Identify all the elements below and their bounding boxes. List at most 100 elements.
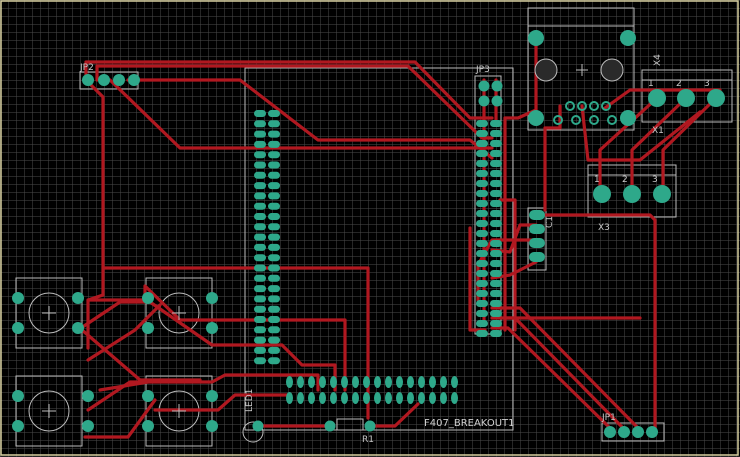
module-pad-left-a	[254, 264, 266, 272]
module-pad-bottom-b	[396, 392, 403, 404]
button-sw2-outline	[145, 277, 213, 349]
module-pad-bottom-a	[418, 376, 425, 388]
label-r1: R1	[362, 435, 374, 445]
module-pad-left-a	[254, 305, 266, 313]
module-pad-left-a	[254, 295, 266, 303]
module-pad-right-a	[476, 250, 488, 257]
module-pad-bottom-b	[418, 392, 425, 404]
usb-mount-hole-left	[534, 58, 558, 82]
copper-traces	[76, 36, 722, 439]
module-pad-right-b	[490, 310, 502, 317]
module-pad-bottom-a	[396, 376, 403, 388]
module-pad-bottom-b	[330, 392, 337, 404]
module-pad-right-b	[490, 200, 502, 207]
module-pad-left-b	[268, 171, 280, 179]
label-jp3: JP3	[475, 65, 490, 75]
module-pad-bottom-b	[297, 392, 304, 404]
module-pad-left-b	[268, 305, 280, 313]
module-pad-left-a	[254, 110, 266, 117]
module-pad-left-a	[254, 326, 266, 334]
module-pad-right-b	[490, 140, 502, 147]
pad-layer	[12, 30, 725, 438]
module-pad-right-a	[476, 150, 488, 157]
module-pad-right-b	[490, 320, 502, 327]
usb-mount-hole-right	[600, 58, 624, 82]
module-pad-right-b	[490, 280, 502, 287]
module-pad-left-a	[254, 285, 266, 293]
module-pad-left-a	[254, 243, 266, 251]
module-pad-left-b	[268, 357, 280, 365]
module-pad-left-b	[268, 254, 280, 262]
module-pad-bottom-a	[374, 376, 381, 388]
module-pad-left-b	[268, 110, 280, 117]
label-x3: X3	[598, 223, 610, 233]
module-pad-right-a	[476, 200, 488, 207]
module-pad-bottom-b	[374, 392, 381, 404]
module-pad-right-b	[490, 210, 502, 217]
module-pad-right-b	[490, 230, 502, 237]
label-pin-2a: 2	[676, 79, 682, 89]
module-pad-left-b	[268, 120, 280, 128]
module-pad-left-a	[254, 254, 266, 262]
module-pad-left-b	[268, 316, 280, 323]
module-pad-bottom-a	[440, 376, 447, 388]
module-pad-left-b	[268, 140, 280, 148]
module-pad-right-b	[490, 330, 502, 337]
module-pad-left-b	[268, 202, 280, 210]
label-pin-2b: 2	[622, 175, 628, 185]
module-pad-right-b	[490, 190, 502, 197]
module-pad-left-a	[254, 336, 266, 344]
module-pad-left-b	[268, 243, 280, 251]
module-pad-right-a	[476, 330, 488, 337]
module-pad-right-a	[476, 120, 488, 127]
module-pad-right-a	[476, 300, 488, 307]
module-pad-left-b	[268, 213, 280, 220]
module-pad-right-b	[490, 260, 502, 267]
module-pad-left-a	[254, 233, 266, 241]
module-pad-left-a	[254, 357, 266, 365]
module-pad-right-b	[490, 130, 502, 137]
module-pad-left-b	[268, 274, 280, 282]
module-pad-right-b	[490, 300, 502, 307]
label-pin-3a: 3	[704, 79, 710, 89]
button-sw3-outline	[15, 375, 83, 447]
label-c1: C1	[545, 216, 555, 228]
module-pad-right-a	[476, 130, 488, 137]
module-pad-right-a	[476, 210, 488, 217]
module-pad-bottom-a	[341, 376, 348, 388]
module-pad-left-a	[254, 151, 266, 159]
module-pad-bottom-a	[363, 376, 370, 388]
module-pad-left-a	[254, 130, 266, 138]
module-pad-left-a	[254, 223, 266, 231]
module-pad-right-a	[476, 310, 488, 317]
module-pad-bottom-a	[385, 376, 392, 388]
button-sw1-outline	[15, 277, 83, 349]
module-pads	[254, 110, 502, 404]
module-pad-left-b	[268, 130, 280, 138]
silkscreen-layer	[15, 7, 733, 447]
module-pad-left-a	[254, 182, 266, 190]
label-jp1: JP1	[601, 413, 616, 423]
module-pad-right-b	[490, 150, 502, 157]
led-outline	[242, 421, 264, 443]
module-pad-left-a	[254, 346, 266, 354]
usb-inner-pads	[553, 101, 617, 125]
label-pin-1b: 1	[594, 175, 600, 185]
module-pad-left-a	[254, 161, 266, 169]
module-pad-left-b	[268, 346, 280, 354]
module-pad-left-b	[268, 233, 280, 241]
module-pad-right-a	[476, 290, 488, 297]
module-pad-right-b	[490, 120, 502, 127]
label-x4: X4	[653, 54, 663, 66]
module-pad-left-a	[254, 202, 266, 210]
label-breakout: F407_BREAKOUT1	[424, 418, 514, 429]
module-pad-right-b	[490, 220, 502, 227]
module-pad-left-a	[254, 274, 266, 282]
module-pad-right-a	[476, 160, 488, 167]
module-pad-left-a	[254, 140, 266, 148]
module-pad-left-b	[268, 326, 280, 334]
label-x1: X1	[652, 126, 664, 136]
button-centers	[42, 306, 186, 418]
pad-jp2-2	[98, 74, 110, 86]
